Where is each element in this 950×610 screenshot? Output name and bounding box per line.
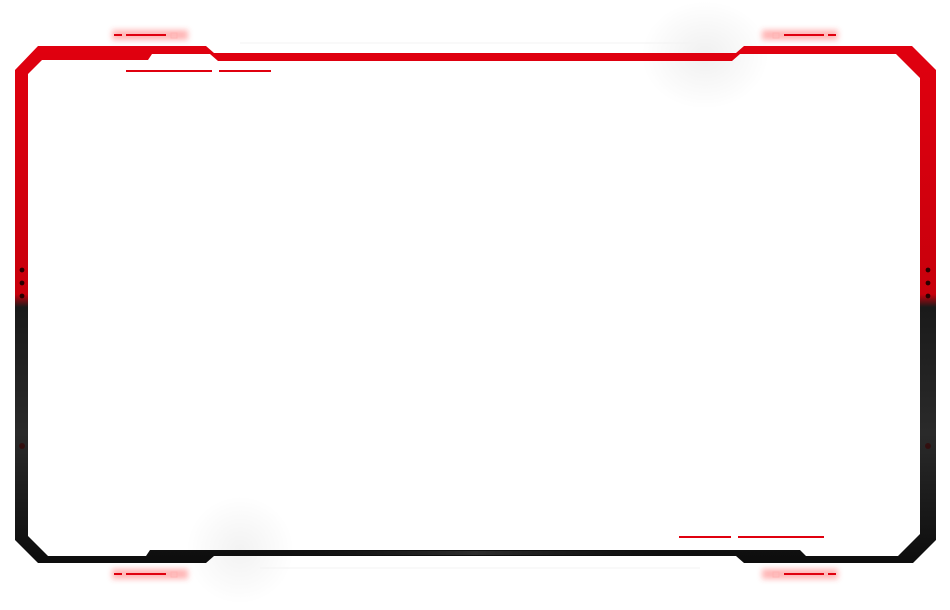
bottom-right-underline-icon xyxy=(679,536,824,538)
right-dots-icon xyxy=(925,267,931,449)
left-dots-icon xyxy=(19,267,25,449)
top-left-underline-icon xyxy=(126,70,271,72)
top-right-tick-icon xyxy=(762,30,838,40)
bottom-right-tick-icon xyxy=(762,569,838,579)
top-left-tick-icon xyxy=(112,30,188,40)
frame-border xyxy=(15,46,936,563)
bottom-left-tick-icon xyxy=(112,569,188,579)
bottom-sheen xyxy=(220,551,730,555)
